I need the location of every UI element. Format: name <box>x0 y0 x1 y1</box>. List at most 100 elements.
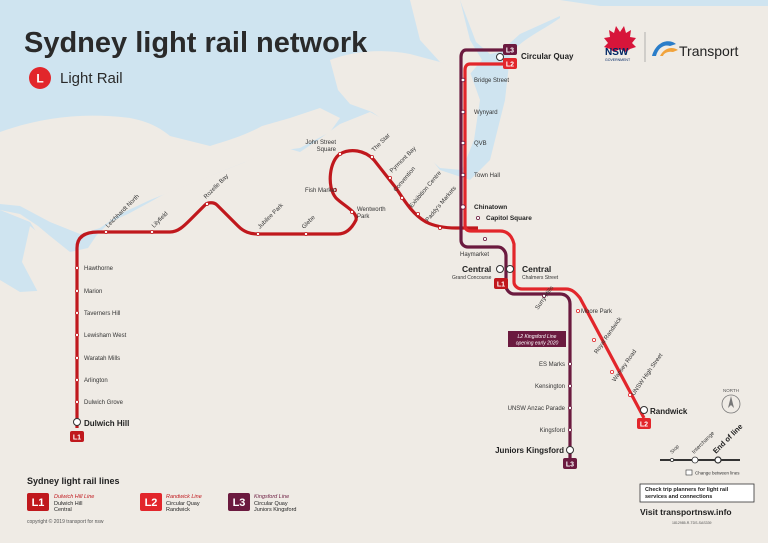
station-paddys-markets: Paddy's Markets <box>425 186 458 224</box>
svg-text:L2 Kingsford Line: L2 Kingsford Line <box>518 334 557 340</box>
key-interchange-marker <box>691 456 699 464</box>
svg-text:L1: L1 <box>73 435 81 442</box>
svg-text:Dulwich Hill: Dulwich Hill <box>54 501 82 507</box>
svg-text:Circular Quay: Circular Quay <box>166 501 200 507</box>
key-stop-label: Stop <box>669 444 681 456</box>
svg-text:Kingsford Line: Kingsford Line <box>254 494 289 500</box>
station-chinatown: Chinatown <box>474 204 507 211</box>
station-taverners-hill: Taverners Hill <box>84 311 120 317</box>
svg-text:L3: L3 <box>566 462 574 469</box>
land-shapes <box>0 0 560 300</box>
stop-markers-l1 <box>75 151 442 404</box>
station-haymarket: Haymarket <box>460 252 489 258</box>
badge-l2-circular-quay: L2 <box>503 58 517 69</box>
svg-text:services and connections: services and connections <box>645 494 712 500</box>
svg-text:Randwick Line: Randwick Line <box>166 494 202 500</box>
l3-track <box>459 48 572 460</box>
station-glebe: Glebe <box>301 214 317 230</box>
station-john-street-square-line2: Square <box>317 147 337 153</box>
station-juniors-kingsford: Juniors Kingsford <box>495 446 564 455</box>
waratah-icon <box>604 26 636 52</box>
badge-l1-dulwich-hill: L1 <box>70 431 84 442</box>
light-rail-mode-badge: L <box>29 67 51 89</box>
nsw-government-logo: NSW GOVERNMENT <box>604 26 636 62</box>
station-es-marks: ES Marks <box>539 362 565 368</box>
svg-text:opening early 2020: opening early 2020 <box>516 341 559 347</box>
trip-planner-note: Check trip planners for light rail servi… <box>639 483 755 503</box>
station-randwick: Randwick <box>650 407 688 416</box>
station-unsw-anzac-parade: UNSW Anzac Parade <box>508 406 566 412</box>
nsw-government-text: GOVERNMENT <box>605 58 631 62</box>
station-chalmers-street-sub: Chalmers Street <box>522 275 559 281</box>
legend-heading: Sydney light rail lines <box>27 476 120 486</box>
svg-text:Check trip planners for light: Check trip planners for light rail <box>645 487 729 493</box>
station-jubilee-park: Jubilee Park <box>257 202 285 230</box>
station-bridge-street: Bridge Street <box>474 78 509 84</box>
station-qvb: QVB <box>474 141 487 147</box>
badge-l2-randwick: L2 <box>637 418 651 429</box>
station-moore-park: Moore Park <box>581 309 613 315</box>
station-wentworth-park: Wentworth <box>357 207 386 213</box>
svg-text:L3: L3 <box>506 48 514 55</box>
l2-track <box>463 62 646 419</box>
station-waratah-mills: Waratah Mills <box>84 356 120 362</box>
key-end-of-line-label: End of line <box>711 422 744 455</box>
page-title: Sydney light rail network <box>24 27 368 59</box>
station-lewisham-west: Lewisham West <box>84 333 127 339</box>
station-dulwich-grove: Dulwich Grove <box>84 400 124 406</box>
transport-arc-icon <box>652 41 676 56</box>
station-rozelle-bay: Rozelle Bay <box>203 174 230 201</box>
svg-text:L1: L1 <box>497 282 505 289</box>
station-unsw-high-street: UNSW High Street <box>631 352 665 397</box>
station-fish-market: Fish Market <box>305 188 337 194</box>
legend-item-l2: L2 Randwick Line Circular Quay Randwick <box>140 493 202 513</box>
station-arlington: Arlington <box>84 378 108 384</box>
interchange-markers <box>73 53 648 454</box>
svg-text:NORTH: NORTH <box>723 388 739 393</box>
svg-text:Dulwich Hill Line: Dulwich Hill Line <box>54 494 94 500</box>
l2-kingsford-notice: L2 Kingsford Line opening early 2020 <box>508 331 566 347</box>
nsw-wordmark: NSW <box>605 47 629 58</box>
legend-item-l3: L3 Kingsford Line Circular Quay Juniors … <box>228 493 297 513</box>
station-central-grand-concourse: Central <box>462 264 491 274</box>
svg-text:Central: Central <box>54 507 72 513</box>
badge-l3-kingsford: L3 <box>563 458 577 469</box>
legend-item-l1: L1 Dulwich Hill Line Dulwich Hill Centra… <box>27 493 94 513</box>
station-wentworth-park-line2: Park <box>357 214 370 220</box>
station-town-hall: Town Hall <box>474 173 500 179</box>
station-central-chalmers: Central <box>522 264 551 274</box>
station-kingsford: Kingsford <box>540 428 565 434</box>
station-the-star: The Star <box>371 133 392 154</box>
visit-link[interactable]: Visit transportnsw.info <box>640 507 732 517</box>
key-interchange-label: Interchange <box>691 431 716 456</box>
svg-text:Circular Quay: Circular Quay <box>254 501 288 507</box>
station-hawthorne: Hawthorne <box>84 266 114 272</box>
badge-l1-central: L1 <box>494 278 508 289</box>
svg-text:L2: L2 <box>506 62 514 69</box>
key-stop-marker <box>670 457 675 462</box>
station-wynyard: Wynyard <box>474 110 498 116</box>
svg-text:L1: L1 <box>32 497 45 509</box>
badge-l3-circular-quay: L3 <box>503 44 517 55</box>
north-arrow: NORTH <box>721 388 741 414</box>
stop-markers-l2 <box>576 308 633 397</box>
station-capitol-square: Capitol Square <box>486 215 532 222</box>
svg-text:L2: L2 <box>145 497 158 509</box>
svg-text:L2: L2 <box>640 422 648 429</box>
map-key: Stop Interchange End of line Change betw… <box>660 422 745 476</box>
station-circular-quay: Circular Quay <box>521 52 574 61</box>
svg-text:Juniors Kingsford: Juniors Kingsford <box>254 507 297 513</box>
station-john-street-square: John Street <box>305 140 336 146</box>
svg-text:Randwick: Randwick <box>166 507 190 513</box>
station-kensington: Kensington <box>535 384 565 390</box>
mode-badge-letter: L <box>36 72 43 86</box>
station-grand-concourse-sub: Grand Concourse <box>452 275 492 281</box>
subtitle: Light Rail <box>60 70 123 87</box>
station-marion: Marion <box>84 289 102 295</box>
svg-text:L3: L3 <box>233 497 246 509</box>
station-lilyfield: Lilyfield <box>151 211 169 229</box>
copyright-notice: copyright © 2019 transport for nsw <box>27 518 104 525</box>
station-dulwich-hill: Dulwich Hill <box>84 419 129 428</box>
